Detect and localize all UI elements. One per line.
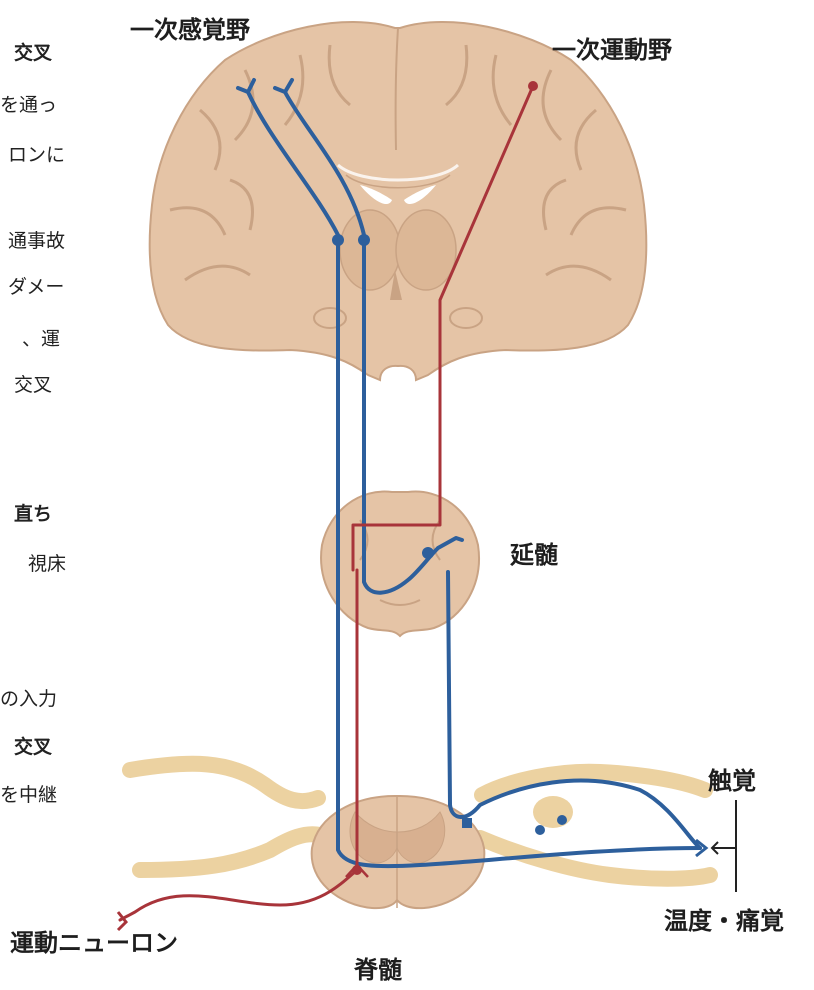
medulla-section	[321, 492, 479, 636]
label-touch: 触覚	[708, 769, 756, 793]
label-motor-neuron: 運動ニューロン	[10, 931, 178, 955]
label-temperature-pain: 温度・痛覚	[664, 909, 784, 933]
label-medulla: 延髄	[510, 543, 558, 567]
dorsal-root-ganglion	[533, 796, 573, 828]
label-spinal-cord: 脊髄	[354, 958, 402, 982]
label-primary-motor-cortex: 一次運動野	[552, 38, 672, 62]
brain-section	[150, 22, 647, 380]
label-primary-sensory-cortex: 一次感覚野	[130, 18, 250, 42]
motor-cortex-neuron	[528, 81, 538, 91]
